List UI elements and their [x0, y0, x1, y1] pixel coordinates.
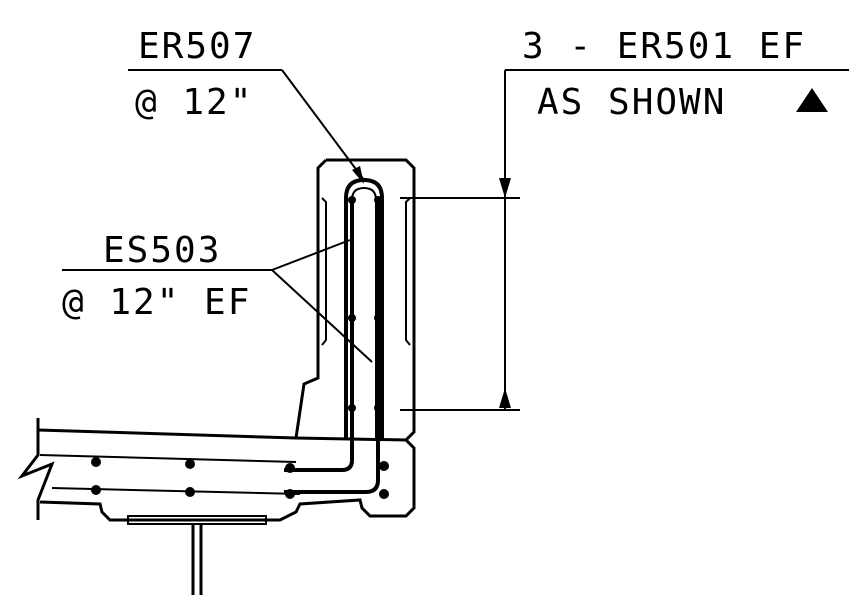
rebar-dot: [348, 196, 356, 204]
dimension-arrow-bottom: [499, 388, 511, 408]
wall-outline: [294, 158, 416, 442]
rebar-dot: [379, 461, 389, 471]
es503-leader-line-b: [271, 269, 373, 363]
dimension-arrow-top: [499, 178, 511, 198]
wall-groove-left: [321, 197, 327, 346]
slab-end-break: [17, 418, 55, 520]
rebar-dot: [348, 314, 356, 322]
bearing-pad: [127, 515, 267, 525]
slab-top-reinforcement-line: [39, 454, 297, 463]
er501-mark-label: 3 - ER501 EF: [522, 26, 806, 67]
es503-leader-line-a: [271, 239, 351, 271]
es503-hook-bar-upper: [284, 200, 354, 472]
er507-stirrup-bar: [344, 177, 384, 440]
es503-mark-label: ES503: [103, 230, 221, 271]
rebar-dot: [379, 489, 389, 499]
er507-spacing-label: @ 12": [135, 82, 253, 123]
rebar-dot: [285, 463, 295, 473]
er507-leader-line: [281, 69, 365, 181]
rebar-dot: [348, 404, 356, 412]
rebar-dot: [374, 314, 382, 322]
er507-stirrup-inner: [351, 186, 377, 440]
rebar-dot: [374, 404, 382, 412]
rebar-dot: [185, 459, 195, 469]
rebar-dot: [91, 457, 101, 467]
er501-note-label: AS SHOWN: [537, 82, 726, 123]
slab-outline: [37, 428, 416, 522]
rebar-dot: [374, 196, 382, 204]
slab-bottom-reinforcement-line: [51, 487, 301, 495]
wall-groove-right: [405, 197, 411, 346]
es503-hook-bar-lower: [284, 200, 380, 494]
revision-triangle-icon: [796, 88, 828, 112]
es503-spacing-label: @ 12" EF: [62, 282, 251, 323]
er507-mark-label: ER507: [138, 26, 256, 67]
